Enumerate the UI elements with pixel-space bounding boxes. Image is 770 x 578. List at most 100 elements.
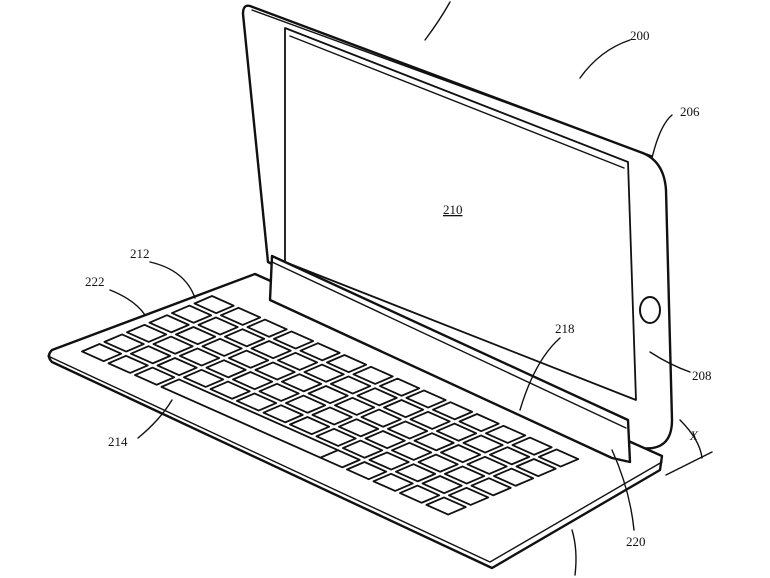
keyboard-key <box>262 404 304 424</box>
hinge-line <box>271 261 627 429</box>
keyboard-key <box>493 467 535 487</box>
label-x: X <box>689 428 699 443</box>
keyboard-key <box>425 496 467 516</box>
keyboard-key <box>458 413 500 433</box>
keyboard-key <box>171 304 213 324</box>
keyboard-key <box>152 335 194 355</box>
leader-206 <box>651 114 673 159</box>
keyboard-key <box>232 371 274 391</box>
label-212: 212 <box>130 246 150 261</box>
keyboard-key <box>193 295 235 315</box>
label-206: 206 <box>680 104 700 119</box>
keyboard-key <box>130 345 172 365</box>
keyboard-key <box>228 349 270 369</box>
keyboard-key <box>81 343 123 363</box>
housing-edge <box>251 9 653 157</box>
screen-inner-edge <box>289 35 625 169</box>
keyboard-key <box>107 354 149 374</box>
label-208: 208 <box>692 368 712 383</box>
keyboard-key <box>289 416 331 436</box>
keyboard-key <box>338 418 380 438</box>
keyboard-key <box>334 396 376 416</box>
keyboard-key <box>326 354 368 374</box>
keyboard-key <box>126 323 168 343</box>
keyboard-key <box>462 434 504 454</box>
keyboard-key <box>391 441 433 461</box>
keyboard-key <box>364 430 406 450</box>
leader-200 <box>579 39 631 79</box>
keyboard-key <box>372 472 414 492</box>
keyboard-key <box>489 446 531 466</box>
keyboard-key <box>395 463 437 483</box>
keyboard-key <box>405 389 447 409</box>
label-200: 200 <box>630 28 650 43</box>
label-214: 214 <box>108 434 128 449</box>
keyboard-key <box>246 318 288 338</box>
keyboard-key <box>368 451 410 471</box>
keyboard-key <box>156 357 198 377</box>
label-210: 210 <box>443 202 463 217</box>
keyboard-key <box>485 424 527 444</box>
label-222: 222 <box>85 274 105 289</box>
angle-baseline <box>665 451 713 476</box>
keyboard-key <box>356 387 398 407</box>
deck-front-edge <box>47 355 663 563</box>
keyboard-key <box>307 385 349 405</box>
keyboard-key <box>277 351 319 371</box>
keyboard-key <box>399 484 441 504</box>
display-screen <box>284 27 637 401</box>
tablet-housing <box>241 4 674 450</box>
keyboard-key <box>360 408 402 428</box>
keyboard-key <box>179 347 221 367</box>
keyboard-key <box>134 366 176 386</box>
label-218: 218 <box>555 321 575 336</box>
keyboard-key <box>448 486 490 506</box>
leader-bottom <box>571 529 577 576</box>
leader-208 <box>649 351 691 373</box>
keyboard-key <box>432 401 474 421</box>
keyboard-key <box>383 399 425 419</box>
keyboard-key <box>103 333 145 353</box>
keyboard-key <box>250 340 292 360</box>
keyboard-key <box>421 475 463 495</box>
label-220: 220 <box>626 534 646 549</box>
keyboard-key <box>311 406 353 426</box>
keyboard-key <box>515 458 557 478</box>
keyboard-key <box>342 439 384 459</box>
keyboard-key <box>409 410 451 430</box>
keyboard-key <box>285 394 327 414</box>
keyboard-key <box>470 477 512 497</box>
keyboard-key <box>254 361 296 381</box>
keyboard-key <box>436 422 478 442</box>
hinge-cover <box>268 254 632 464</box>
keyboard-key <box>387 420 429 440</box>
keyboard-key <box>183 368 225 388</box>
keyboard-key <box>440 444 482 464</box>
keyboard-key <box>319 449 361 469</box>
keyboard-key <box>346 461 388 481</box>
leader-212 <box>149 261 196 299</box>
keyboard-key <box>205 359 247 379</box>
leader-220 <box>611 449 635 531</box>
keyboard-key <box>209 380 251 400</box>
leader-top <box>424 1 451 41</box>
keyboard-key <box>315 427 357 447</box>
keyboard-key <box>379 377 421 397</box>
keyboard-key <box>281 373 323 393</box>
keyboard-key <box>466 455 508 475</box>
keyboard-keys <box>81 295 580 516</box>
keyboard-key <box>220 306 262 326</box>
keyboard-key <box>201 337 243 357</box>
keyboard-key <box>417 453 459 473</box>
keyboard-key <box>236 392 278 412</box>
leader-214 <box>137 399 173 439</box>
keyboard-key <box>413 432 455 452</box>
keyboard-key <box>538 448 580 468</box>
keyboard-key <box>224 328 266 348</box>
keyboard-key <box>352 365 394 385</box>
keyboard-key <box>273 330 315 350</box>
keyboard-key <box>303 363 345 383</box>
keyboard-key <box>175 326 217 346</box>
keyboard-key <box>511 436 553 456</box>
